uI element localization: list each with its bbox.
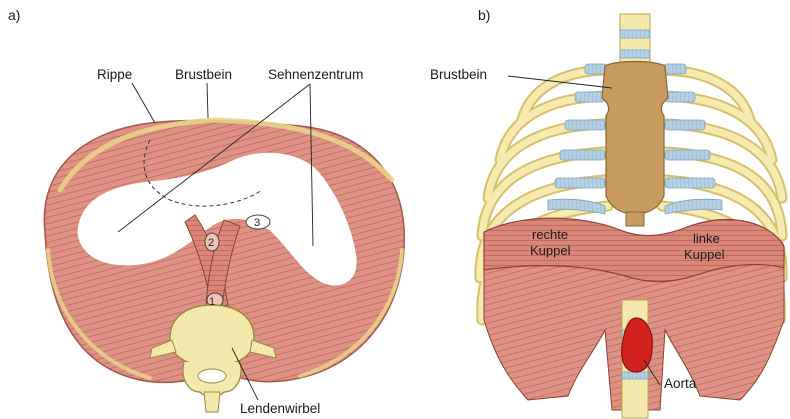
leader-brustbein-a xyxy=(207,83,208,118)
panel-a-letter: a) xyxy=(8,8,20,22)
label-rippe: Rippe xyxy=(97,68,132,82)
label-linke: linke xyxy=(693,232,720,245)
xiphoid xyxy=(626,212,644,226)
panel-b-letter: b) xyxy=(478,8,490,22)
number-1: 1 xyxy=(209,296,215,308)
panel-b-thorax-front-view xyxy=(480,14,784,418)
panel-a-diaphragm-top-view: 1 2 3 xyxy=(44,83,404,412)
label-brustbein-a: Brustbein xyxy=(175,68,232,82)
number-3: 3 xyxy=(254,217,260,229)
label-brustbein-b: Brustbein xyxy=(430,68,487,82)
number-2: 2 xyxy=(208,237,214,249)
leader-rippe xyxy=(132,83,155,123)
label-aorta: Aorta xyxy=(664,377,696,391)
label-kuppel-right: Kuppel xyxy=(530,244,570,257)
label-lendenwirbel: Lendenwirbel xyxy=(240,402,320,416)
label-rechte: rechte xyxy=(532,228,568,241)
label-sehnenzentrum: Sehnenzentrum xyxy=(268,68,363,82)
sternum xyxy=(602,62,668,215)
label-kuppel-left: Kuppel xyxy=(684,248,724,261)
